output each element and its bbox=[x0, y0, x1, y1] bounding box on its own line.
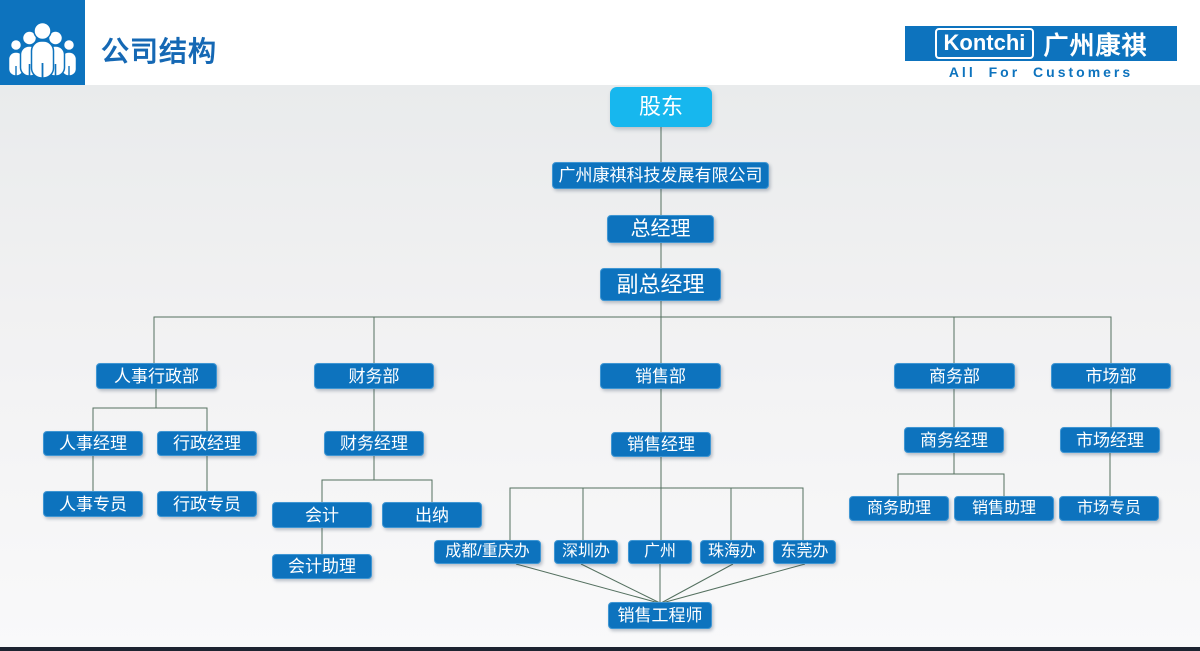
connector-line bbox=[92, 407, 208, 431]
connector-line bbox=[515, 563, 660, 604]
connector-line bbox=[153, 316, 1112, 363]
connector-line bbox=[661, 563, 806, 604]
logo-tagline: All For Customers bbox=[948, 64, 1134, 80]
connector-line bbox=[321, 479, 433, 502]
logo-brand-cn: 广州康祺 bbox=[1043, 31, 1148, 60]
connector-line bbox=[580, 563, 661, 604]
logo-brand-text: Kontchi bbox=[934, 28, 1035, 59]
slide-header: 公司结构 Kontchi 广州康祺 All For Customers bbox=[0, 0, 1200, 85]
people-group-icon bbox=[0, 0, 85, 85]
connector-line bbox=[509, 487, 804, 540]
connector-line bbox=[660, 563, 734, 604]
kontchi-logo: Kontchi 广州康祺 bbox=[905, 26, 1177, 61]
connector-line bbox=[897, 473, 1005, 496]
footer-bar bbox=[0, 647, 1200, 651]
page-title: 公司结构 bbox=[101, 36, 218, 67]
